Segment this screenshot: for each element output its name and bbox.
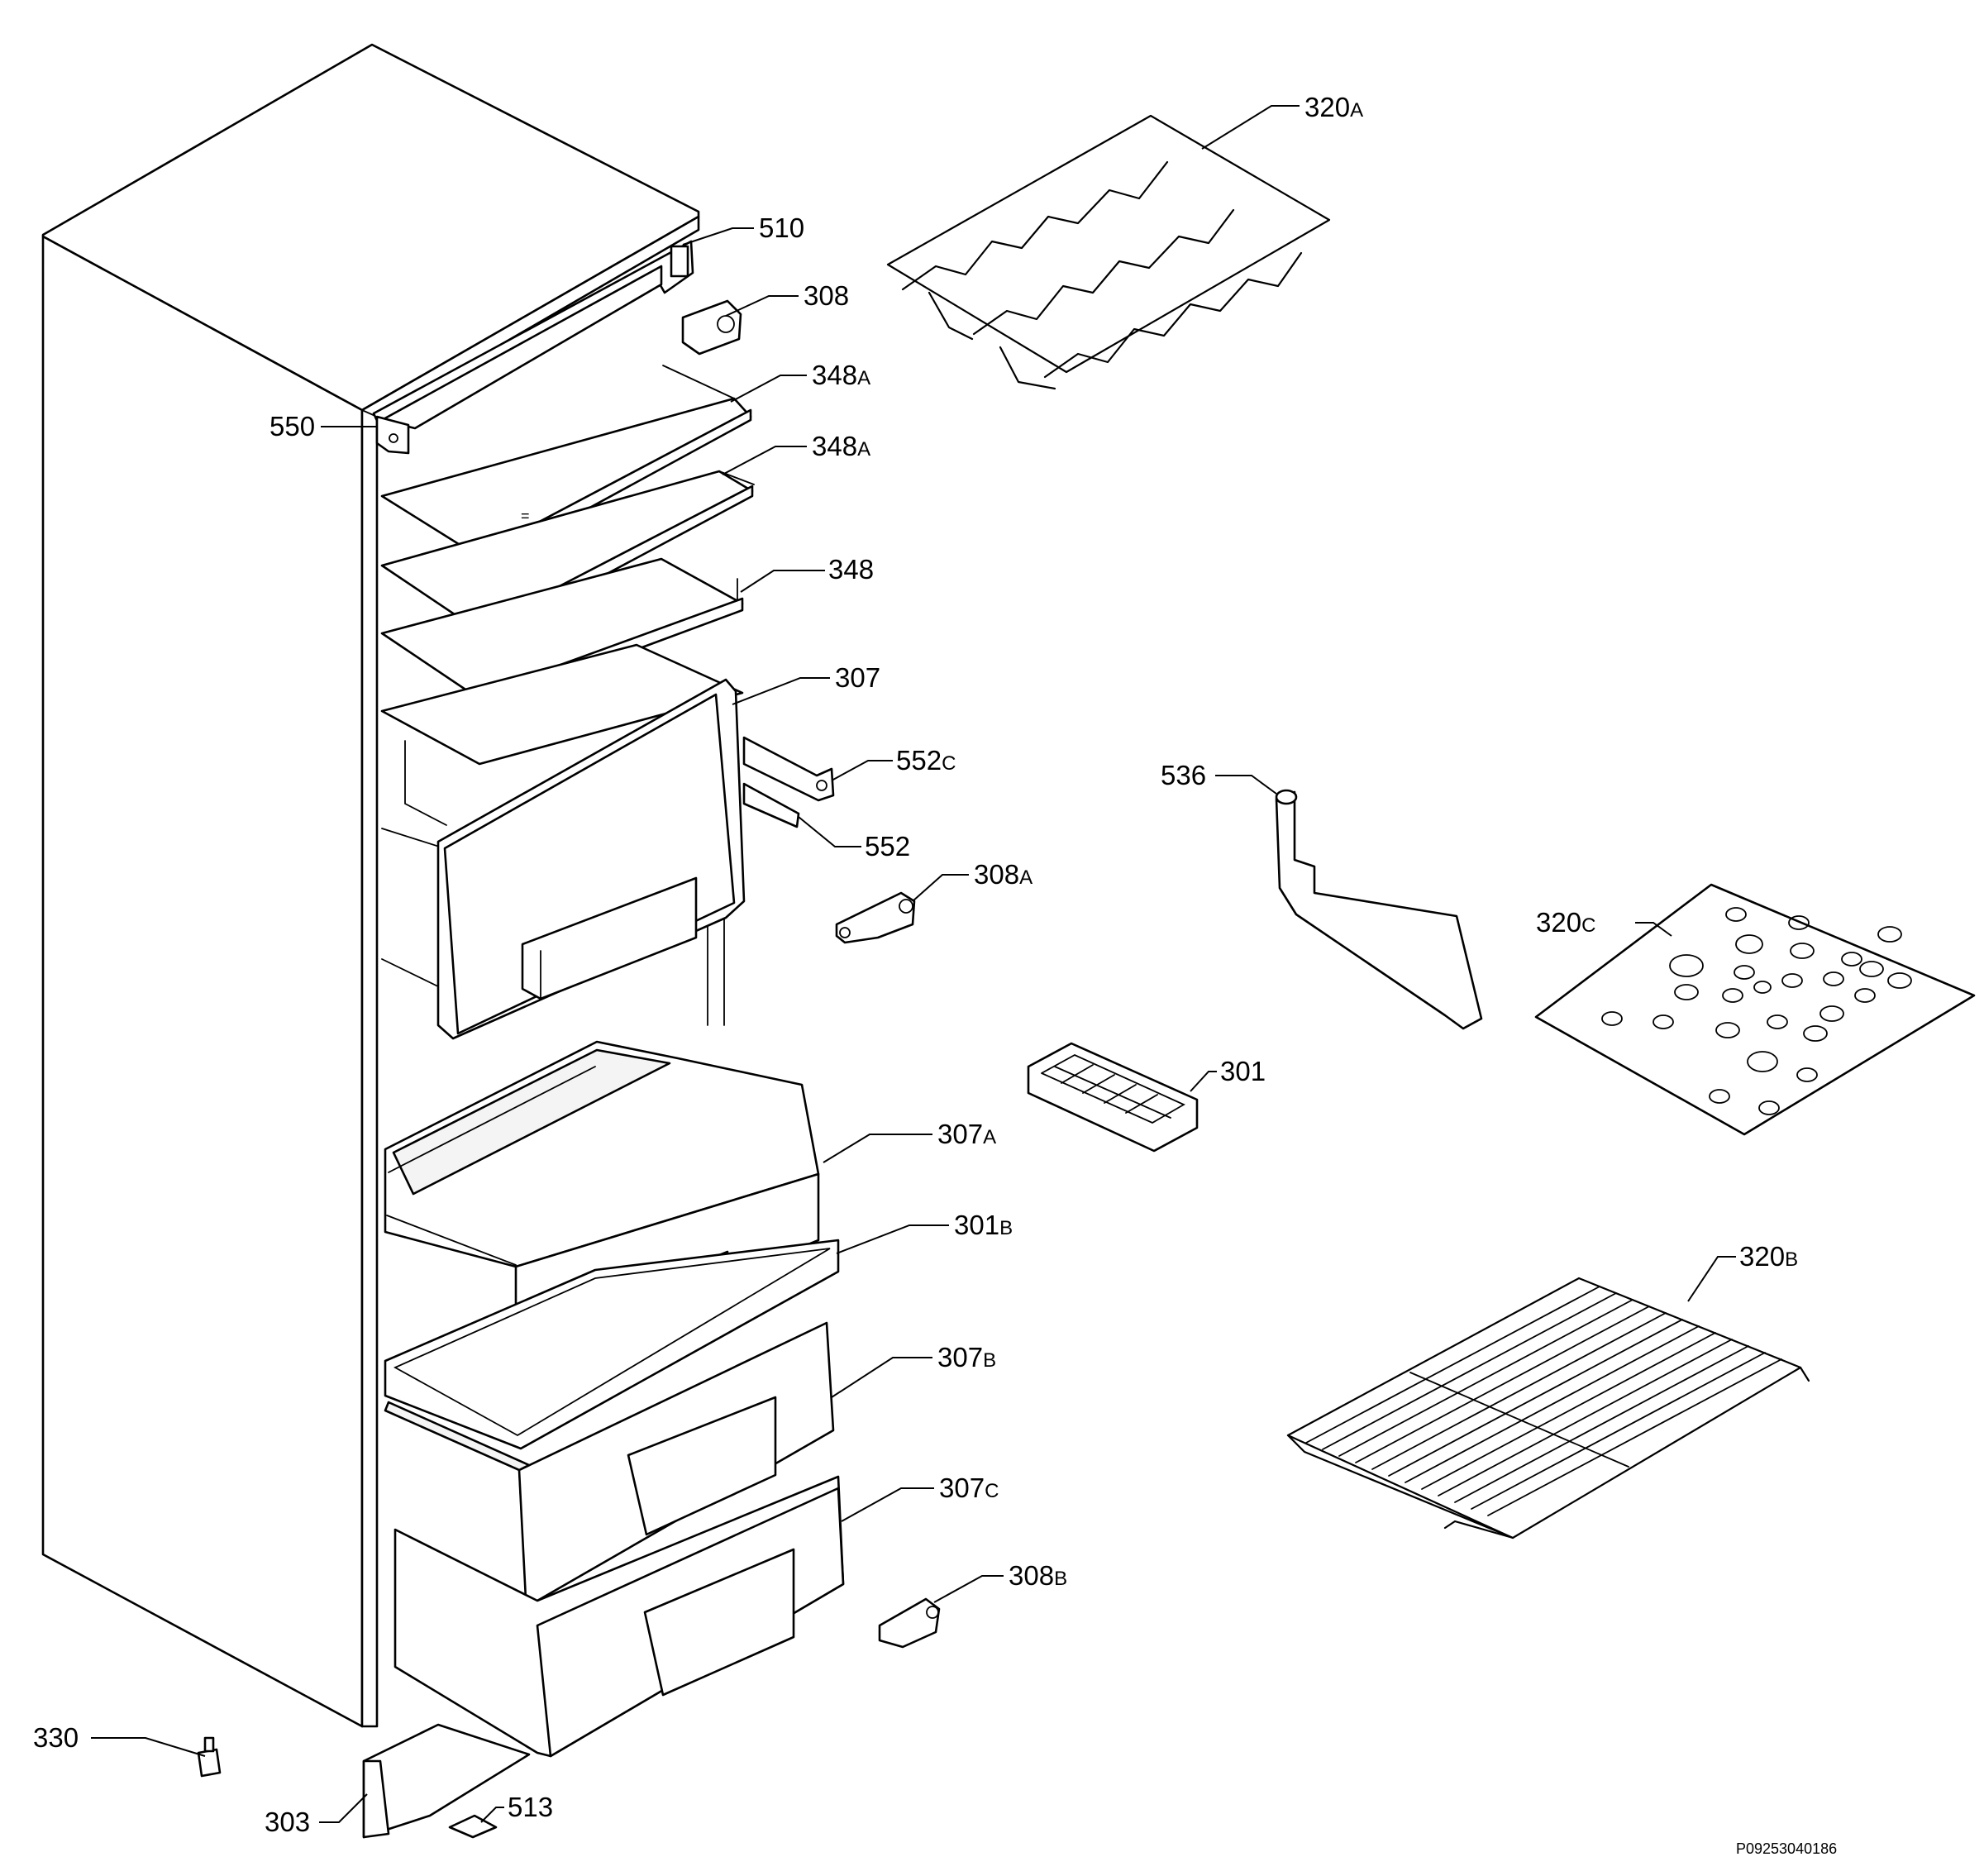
callout-307c: 307C — [939, 1473, 999, 1503]
leader-307a — [823, 1134, 932, 1163]
callout-labels: 320A 510 308 348A 348A 550 348 307 552C … — [33, 92, 1798, 1837]
callout-536: 536 — [1161, 760, 1206, 790]
leader-307c — [841, 1487, 934, 1522]
leader-307b — [831, 1357, 932, 1398]
perforation-holes — [1601, 907, 1912, 1115]
leader-513 — [480, 1807, 504, 1823]
leader-303 — [319, 1793, 368, 1823]
leader-320b — [1687, 1256, 1736, 1302]
callout-513: 513 — [508, 1792, 553, 1822]
part-510-top-trim — [372, 240, 694, 433]
leader-348 — [740, 570, 825, 593]
callout-330: 330 — [33, 1722, 79, 1753]
callout-308a: 308A — [974, 859, 1033, 890]
drawing-reference-number: P09253040186 — [1736, 1840, 1837, 1857]
svg-text:=: = — [521, 508, 530, 524]
callout-320c: 320C — [1536, 907, 1595, 938]
part-550-hinge — [375, 415, 410, 455]
callout-550: 550 — [269, 411, 315, 442]
part-307-freezer-flap — [436, 678, 746, 1040]
leader-308 — [725, 295, 799, 317]
leader-510 — [682, 227, 754, 246]
callout-320a: 320A — [1304, 92, 1363, 122]
callout-303: 303 — [265, 1807, 310, 1837]
leader-308a — [912, 874, 969, 902]
leader-330 — [91, 1737, 206, 1757]
part-301b-ice-tray — [384, 1239, 840, 1450]
leader-lines — [91, 105, 1736, 1823]
part-536-divider — [1275, 789, 1483, 1030]
leader-536 — [1215, 775, 1277, 795]
callout-301: 301 — [1220, 1056, 1266, 1086]
leader-301b — [836, 1224, 949, 1254]
part-320c-perforated-plate — [1534, 883, 1976, 1136]
part-308-door-stop — [681, 299, 742, 356]
callout-348a-1: 348A — [812, 360, 870, 390]
callout-510: 510 — [759, 212, 804, 243]
wire-shelf-rods — [1305, 1286, 1782, 1516]
part-308a-hinge — [835, 891, 916, 944]
part-308b-hinge — [878, 1597, 941, 1649]
leader-308b — [933, 1575, 1004, 1603]
part-320a-bottle-rack — [886, 114, 1331, 390]
part-303-plinth — [362, 1723, 531, 1839]
leader-320c — [1635, 922, 1672, 937]
leader-552 — [798, 816, 861, 847]
callout-307a: 307A — [937, 1119, 996, 1149]
leader-348a-2 — [722, 446, 807, 475]
callout-307b: 307B — [937, 1342, 996, 1372]
callout-348: 348 — [828, 554, 874, 585]
part-552c-rail — [742, 736, 835, 802]
callout-307: 307 — [835, 662, 880, 693]
callout-348a-2: 348A — [812, 431, 870, 461]
leader-552c — [831, 760, 893, 781]
callout-301b: 301B — [954, 1210, 1013, 1240]
leader-348a-1 — [730, 375, 807, 403]
callout-320b: 320B — [1739, 1241, 1798, 1272]
leader-320a — [1201, 105, 1300, 150]
interior-shelf-assembly — [380, 643, 744, 1026]
part-307b-freezer-drawer — [384, 1321, 835, 1602]
leader-307 — [732, 677, 830, 705]
leader-301 — [1190, 1071, 1217, 1092]
part-330-adjustable-foot — [197, 1736, 222, 1778]
part-513-clip — [448, 1814, 498, 1839]
part-307c-freezer-drawer — [393, 1475, 845, 1758]
part-301-ice-cube-tray — [1027, 1042, 1199, 1153]
part-320b-wire-shelf — [1286, 1277, 1810, 1539]
callout-552c: 552C — [896, 745, 956, 776]
callout-308: 308 — [804, 280, 849, 311]
callout-308b: 308B — [1009, 1560, 1067, 1591]
part-552-rail — [742, 782, 800, 828]
callout-552: 552 — [865, 831, 910, 862]
